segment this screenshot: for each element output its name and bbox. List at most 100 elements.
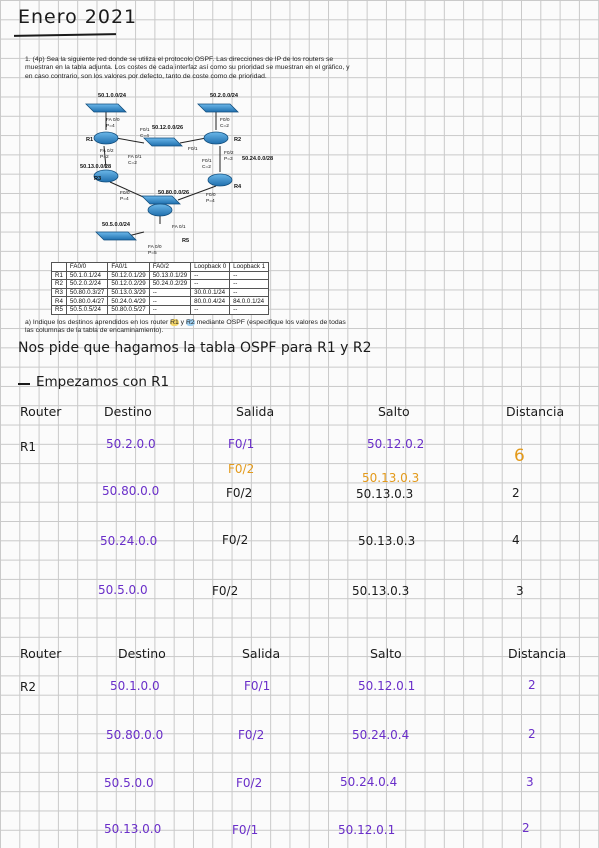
r1-salto: 50.13.0.3 [356,487,414,501]
table-header: Loopback 1 [229,262,270,272]
table-cell: -- [190,270,231,281]
header-distancia: Distancia [508,646,567,661]
header-router: Router [20,404,62,419]
r1-destino: 50.2.0.0 [106,437,156,451]
dash-marker [18,383,30,385]
table-cell: -- [229,270,270,281]
table-header: FA0/0 [65,262,109,272]
r1-distancia: 2 [512,486,520,500]
header-salto: Salto [370,646,402,661]
ip-address-table: FA0/0 FA0/1 FA0/2 Loopback 0 Loopback 1 … [51,262,270,315]
iface-label: P=2 [100,154,109,160]
network-label: 50.24.0.0/28 [242,156,273,162]
router-label-r5: R5 [182,238,189,244]
table-header: Loopback 0 [190,262,231,272]
header-destino: Destino [104,404,152,419]
r2-destino: 50.1.0.0 [110,679,160,693]
r1-salida: F0/2 [212,584,239,598]
r2-salida: F0/1 [232,823,259,837]
header-router: Router [20,646,62,661]
question-a: a) Indique los destinos aprendidos en lo… [25,319,350,336]
iface-label: F0/0 [120,190,130,196]
table-cell: 50.12.0.1/29 [107,270,150,281]
question-text: mediante OSPF (especifique los valores d… [25,319,346,335]
r1-salto: 50.12.0.2 [367,437,425,451]
r1-salto: 50.13.0.3 [358,534,416,548]
iface-label: C=4 [140,133,149,139]
iface-label: P=3 [224,156,233,162]
router-r1-label: R1 [20,440,36,454]
r2-distancia: 2 [528,678,536,692]
router-label-r3: R3 [94,176,101,182]
iface-label: FA 0/1 [172,224,186,230]
table-cell: -- [229,287,270,298]
table-cell: -- [190,304,231,315]
iface-label: F0/0 [206,192,216,198]
header-distancia: Distancia [506,404,565,419]
table-cell: 50.12.0.2/29 [107,279,150,289]
table-cell: R4 [51,296,67,306]
note-line-2: Empezamos con R1 [36,374,170,390]
router-label-r4: R4 [234,184,242,190]
page-title: Enero 2021 [18,6,138,28]
network-label: 50.2.0.0/24 [210,93,239,99]
iface-label: F0/0 [220,117,230,123]
r2-destino: 50.80.0.0 [106,728,164,742]
table-cell: 50.24.0.4/29 [107,296,150,306]
iface-label: FA 0/2 [100,148,114,154]
r1-destino: 50.80.0.0 [102,484,160,498]
table-header-row: FA0/0 FA0/1 FA0/2 Loopback 0 Loopback 1 [51,262,270,272]
network-label: 50.5.0.0/24 [102,222,131,228]
table-cell: 50.1.0.1/24 [65,270,109,281]
r1-destino: 50.5.0.0 [98,583,148,597]
router-label-r2: R2 [234,137,241,143]
r1-distancia: 3 [516,584,524,598]
iface-label: F0/1 [140,127,150,133]
r2-destino: 50.5.0.0 [104,776,154,790]
iface-label: C=2 [220,123,229,129]
r1-distancia: 6 [514,446,525,466]
table-cell: 50.80.0.3/27 [65,287,109,298]
r2-salto: 50.24.0.4 [352,728,410,742]
r1-distancia: 4 [512,533,520,547]
r1-salida: F0/2 [222,533,249,547]
r1-salida: F0/2 [226,486,253,500]
note-line-1: Nos pide que hagamos la tabla OSPF para … [18,340,372,356]
question-text: a) Indique los destinos aprendidos en lo… [25,319,169,326]
table-cell: 50.80.0.4/27 [65,296,109,306]
switch-icon [85,103,239,241]
router-r2-label: R2 [20,680,36,694]
problem-statement: 1. (4p) Sea la siguiente red donde se ut… [25,56,350,80]
table-cell: 50.80.0.5/27 [107,304,150,315]
table-cell: 50.24.0.2/29 [148,279,192,289]
r2-salto: 50.24.0.4 [340,775,398,789]
iface-label: FA 0/0 [106,117,120,123]
table-header: FA0/2 [148,262,192,272]
r2-salto: 50.12.0.1 [358,679,416,693]
r1-salto-alt: 50.13.0.3 [362,471,420,485]
highlight-r2: R2 [185,319,195,326]
table-cell: -- [190,279,231,289]
r2-salida: F0/2 [236,776,263,790]
table-cell: -- [148,304,192,315]
title-underline [13,33,117,37]
router-label-r1: R1 [86,137,93,143]
iface-label: P=4 [120,196,129,202]
iface-label: P=5 [148,250,157,256]
iface-label: P=4 [106,123,115,129]
table-cell: 84.0.0.1/24 [229,296,270,306]
table-cell: -- [148,287,192,298]
table-header: FA0/1 [107,262,150,272]
iface-label: F0/2 [224,150,234,156]
r2-salida: F0/2 [238,728,265,742]
iface-label: P=4 [206,198,215,204]
r2-salida: F0/1 [244,679,271,693]
table-cell: R2 [51,279,67,289]
iface-label: FA 0/0 [148,244,162,250]
table-cell: 50.5.0.5/24 [65,304,109,315]
r2-salto: 50.12.0.1 [338,823,396,837]
